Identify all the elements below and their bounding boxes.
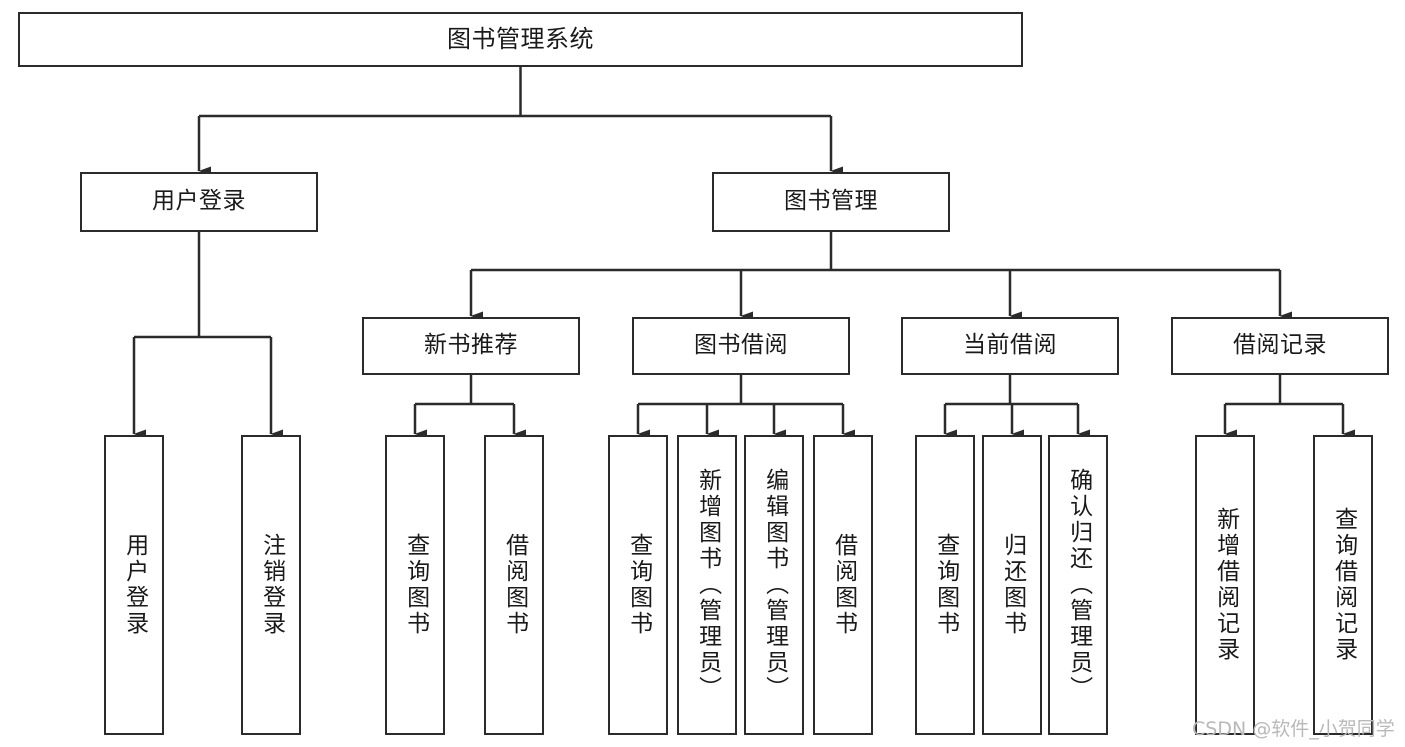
node-label: 当前借阅 [963, 332, 1057, 359]
node-cur-borrow[interactable]: 当前借阅 [901, 317, 1119, 375]
node-label: 用户登录 [121, 533, 148, 637]
node-label: 新增借阅记录 [1212, 507, 1239, 663]
node-label: 查询图书 [402, 533, 429, 637]
node-book-borrow[interactable]: 图书借阅 [632, 317, 850, 375]
node-book-mgmt[interactable]: 图书管理 [712, 172, 950, 232]
node-leaf-11[interactable]: 确认归还（管理员） [1048, 435, 1108, 735]
node-label: 借阅图书 [830, 533, 857, 637]
node-label: 用户登录 [152, 188, 246, 215]
node-leaf-2[interactable]: 注销登录 [241, 435, 301, 735]
node-leaf-9[interactable]: 查询图书 [915, 435, 975, 735]
node-label: 归还图书 [999, 533, 1026, 637]
node-leaf-3[interactable]: 查询图书 [385, 435, 445, 735]
watermark: CSDN @软件_小贺同学 [1192, 718, 1395, 740]
node-new-book-rec[interactable]: 新书推荐 [362, 317, 580, 375]
node-label: 注销登录 [258, 533, 285, 637]
node-label: 新增图书（管理员） [694, 468, 721, 702]
node-root[interactable]: 图书管理系统 [18, 12, 1023, 67]
node-leaf-1[interactable]: 用户登录 [104, 435, 164, 735]
node-leaf-12[interactable]: 新增借阅记录 [1195, 435, 1255, 735]
node-leaf-4[interactable]: 借阅图书 [484, 435, 544, 735]
node-label: 图书管理 [784, 188, 878, 215]
node-label: 借阅记录 [1233, 332, 1327, 359]
node-leaf-6[interactable]: 新增图书（管理员） [677, 435, 737, 735]
node-leaf-10[interactable]: 归还图书 [982, 435, 1042, 735]
node-leaf-13[interactable]: 查询借阅记录 [1313, 435, 1373, 735]
node-label: 借阅图书 [501, 533, 528, 637]
node-leaf-7[interactable]: 编辑图书（管理员） [744, 435, 804, 735]
node-label: 查询借阅记录 [1330, 507, 1357, 663]
node-borrow-rec[interactable]: 借阅记录 [1171, 317, 1389, 375]
node-label: 图书借阅 [694, 332, 788, 359]
node-leaf-5[interactable]: 查询图书 [608, 435, 668, 735]
node-label: 图书管理系统 [447, 25, 594, 54]
node-label: 查询图书 [625, 533, 652, 637]
node-leaf-8[interactable]: 借阅图书 [813, 435, 873, 735]
node-label: 编辑图书（管理员） [761, 468, 788, 702]
node-label: 新书推荐 [424, 332, 518, 359]
node-label: 查询图书 [932, 533, 959, 637]
node-user-login[interactable]: 用户登录 [80, 172, 318, 232]
node-label: 确认归还（管理员） [1065, 468, 1092, 702]
